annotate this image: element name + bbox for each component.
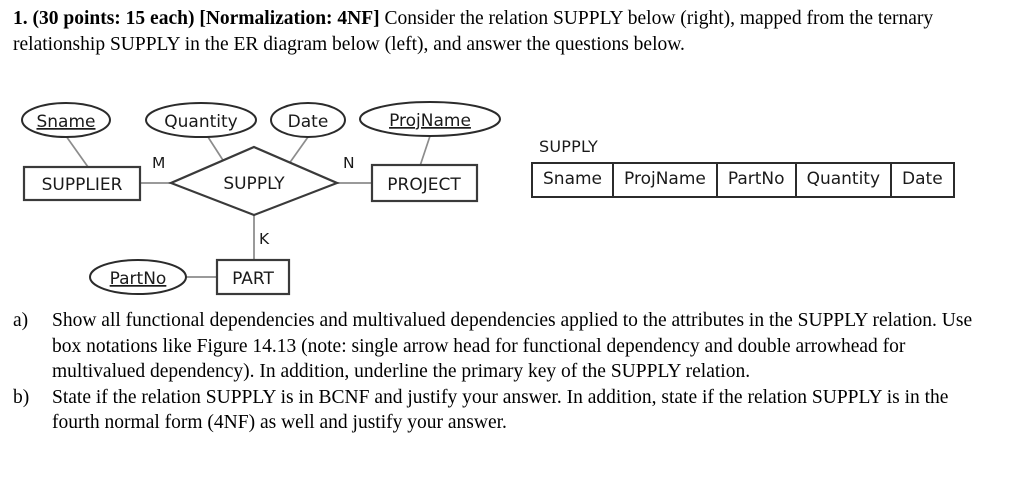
relation-column-date: Date — [890, 162, 955, 198]
er-entity-part-label: PART — [232, 269, 274, 289]
er-cardinality-k: K — [259, 230, 270, 248]
er-entity-supplier-label: SUPPLIER — [42, 175, 123, 195]
er-cardinality-n: N — [343, 154, 355, 172]
er-attribute-partno — [89, 259, 187, 295]
question-number-heading: 1. (30 points: 15 each) [Normalization: … — [13, 8, 380, 29]
er-entity-project — [370, 163, 479, 203]
question-intro-paragraph: 1. (30 points: 15 each) [Normalization: … — [13, 6, 1003, 57]
question-b-text: State if the relation SUPPLY is in BCNF … — [52, 386, 949, 434]
relation-attribute-table: Sname ProjName PartNo Quantity Date — [530, 162, 955, 198]
er-diagram: SUPPLY SUPPLIER PROJECT PART Sname Quant… — [0, 96, 520, 306]
er-attribute-date-label: Date — [288, 112, 329, 132]
relation-name-label: SUPPLY — [539, 137, 598, 156]
question-list: a) Show all functional dependencies and … — [13, 308, 998, 436]
er-cardinality-m: M — [152, 154, 165, 172]
list-item: b) State if the relation SUPPLY is in BC… — [13, 385, 998, 436]
relation-column-quantity: Quantity — [794, 162, 893, 198]
er-attribute-sname-label: Sname — [36, 112, 95, 132]
er-diagram-canvas: SUPPLY SUPPLIER PROJECT PART Sname Quant… — [21, 101, 501, 296]
connector-projname-project — [419, 135, 431, 167]
question-a-text: Show all functional dependencies and mul… — [52, 310, 973, 382]
er-attribute-partno-label: PartNo — [110, 269, 167, 289]
question-intro-text: Consider the relation SUPPLY below (righ… — [13, 8, 934, 55]
er-entity-project-label: PROJECT — [387, 175, 461, 195]
relation-column-partno: PartNo — [715, 162, 797, 198]
er-attribute-quantity — [145, 102, 257, 138]
er-relationship-supply — [168, 145, 340, 217]
er-attribute-projname-label: ProjName — [389, 111, 471, 131]
er-attribute-projname — [359, 101, 501, 137]
table-row: Sname ProjName PartNo Quantity Date — [530, 162, 955, 198]
list-marker-b: b) — [13, 386, 30, 408]
connector-sname-supplier — [65, 135, 89, 168]
er-entity-supplier — [22, 165, 142, 202]
er-attribute-quantity-label: Quantity — [164, 112, 237, 132]
list-item: a) Show all functional dependencies and … — [13, 308, 998, 385]
list-marker-a: a) — [13, 310, 29, 331]
relation-column-sname: Sname — [530, 162, 615, 198]
supply-relation-schema: SUPPLY Sname ProjName PartNo Quantity Da… — [530, 137, 955, 198]
er-attribute-date — [270, 102, 346, 138]
er-entity-part — [215, 258, 291, 296]
er-attribute-sname — [21, 102, 111, 138]
er-relationship-supply-label: SUPPLY — [223, 174, 285, 194]
relation-column-projname: ProjName — [612, 162, 718, 198]
